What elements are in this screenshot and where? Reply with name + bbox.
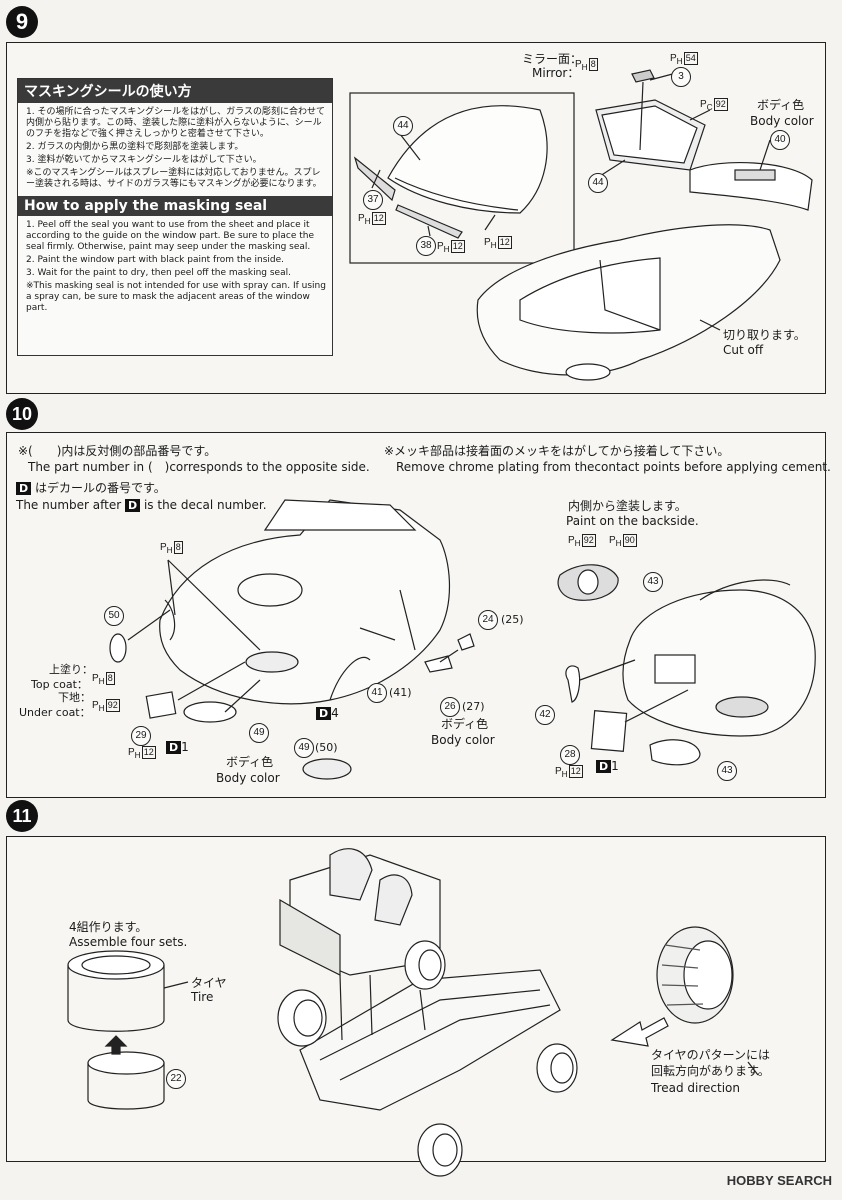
part-37: 37: [363, 190, 383, 210]
inside-paint-jp: 内側から塗装します。: [568, 499, 687, 513]
seal-en-item-2: 2. Paint the window part with black pain…: [26, 255, 285, 265]
inside-paint-en: Paint on the backside.: [566, 514, 699, 528]
decal-note-en-a: The number after: [16, 498, 122, 512]
assemble-label-jp: 4組作ります。: [69, 920, 148, 934]
decal-note-jp-text: はデカールの番号です。: [34, 481, 166, 495]
seal-title-jp: マスキングシールの使い方: [18, 79, 332, 103]
seal-jp-item-3: 3. 塗料が乾いてからマスキングシールをはがして下さい。: [26, 155, 262, 165]
decal-number-1-front: 1: [181, 740, 189, 754]
part-49: 49: [249, 723, 269, 743]
mirror-label-en: Mirror：: [532, 66, 580, 80]
body-color-jp-10a: ボディ色: [226, 755, 274, 769]
tire-label-en: Tire: [191, 990, 214, 1004]
masking-seal-instructions: マスキングシールの使い方 1. その場所に合ったマスキングシールをはがし、ガラス…: [17, 78, 333, 356]
tread-label-jp-2: 回転方向があります。: [651, 1064, 770, 1078]
seal-jp-item-1: 1. その場所に合ったマスキングシールをはがし、ガラスの彫刻に合わせて内側から貼…: [26, 107, 325, 139]
body-color-en-10a: Body color: [216, 771, 280, 785]
part-50-opposite: (50): [315, 741, 338, 754]
tire-label-jp: タイヤ: [191, 976, 227, 990]
step-9-number: 9: [6, 6, 38, 38]
assemble-label-en: Assemble four sets.: [69, 935, 188, 949]
part-42: 42: [535, 705, 555, 725]
step-11-panel: [6, 836, 826, 1162]
part-43-lower: 43: [717, 761, 737, 781]
part-44-windshield: 44: [393, 116, 413, 136]
part-3: 3: [671, 67, 691, 87]
part-22: 22: [166, 1069, 186, 1089]
seal-title-en: How to apply the masking seal: [18, 196, 332, 216]
body-color-jp-10b: ボディ色: [441, 717, 489, 731]
tread-label-jp-1: タイヤのパターンには: [651, 1048, 771, 1062]
decal-letter-box-en: D: [125, 499, 141, 512]
part-24: 24: [478, 610, 498, 630]
seal-en-item-4: ※This masking seal is not intended for u…: [26, 281, 326, 313]
part-40: 40: [770, 130, 790, 150]
cutoff-label-en: Cut off: [723, 343, 764, 357]
decal-note-en-b: is the decal number.: [143, 498, 267, 512]
body-color-en-9: Body color: [750, 114, 814, 128]
part-26: 26: [440, 697, 460, 717]
part-25-opposite: (25): [501, 613, 524, 626]
note-chrome-en: Remove chrome plating from thecontact po…: [396, 460, 831, 474]
seal-jp-item-4: ※このマスキングシールはスプレー塗料には対応しておりません。スプレー塗装される時…: [26, 168, 322, 189]
topcoat-label-jp: 上塗り：: [49, 663, 93, 676]
part-49-chrome: 49: [294, 738, 314, 758]
part-38: 38: [416, 236, 436, 256]
part-50: 50: [104, 606, 124, 626]
part-28: 28: [560, 745, 580, 765]
step-11-number: 11: [6, 800, 38, 832]
part-27-opposite: (27): [462, 700, 485, 713]
part-43-upper: 43: [643, 572, 663, 592]
undercoat-label-en: Under coat：: [19, 706, 91, 719]
tread-label-en: Tread direction: [651, 1081, 740, 1095]
seal-en-item-1: 1. Peel off the seal you want to use fro…: [26, 220, 314, 252]
cutoff-label-jp: 切り取ります。: [723, 328, 806, 342]
seal-body-jp: 1. その場所に合ったマスキングシールをはがし、ガラスの彫刻に合わせて内側から貼…: [18, 103, 332, 196]
part-29: 29: [131, 726, 151, 746]
note-opposite-en: The part number in ( )corresponds to the…: [28, 460, 370, 474]
decal-note-jp: D はデカールの番号です。: [16, 481, 166, 495]
body-color-en-10b: Body color: [431, 733, 495, 747]
step-10-number: 10: [6, 398, 38, 430]
part-41-opposite: (41): [389, 686, 412, 699]
part-41: 41: [367, 683, 387, 703]
seal-jp-item-2: 2. ガラスの内側から黒の塗料で彫刻部を塗装します。: [26, 142, 244, 152]
decal-note-en: The number after D is the decal number.: [16, 498, 267, 512]
topcoat-label-en: Top coat：: [31, 678, 88, 691]
seal-body-en: 1. Peel off the seal you want to use fro…: [18, 216, 332, 320]
seal-en-item-3: 3. Wait for the paint to dry, then peel …: [26, 268, 291, 278]
undercoat-label-jp: 下地：: [58, 691, 91, 704]
mirror-label-jp: ミラー面：: [522, 52, 583, 66]
part-44-rear: 44: [588, 173, 608, 193]
body-color-jp-9: ボディ色: [757, 98, 805, 112]
decal-number-4: 4: [331, 706, 339, 720]
decal-letter-box: D: [16, 482, 32, 495]
note-opposite-jp: ※( )内は反対側の部品番号です。: [18, 444, 217, 458]
watermark: HOBBY SEARCH: [726, 1173, 832, 1188]
decal-number-1-rear: 1: [611, 759, 619, 773]
note-chrome-jp: ※メッキ部品は接着面のメッキをはがしてから接着して下さい。: [384, 444, 730, 458]
